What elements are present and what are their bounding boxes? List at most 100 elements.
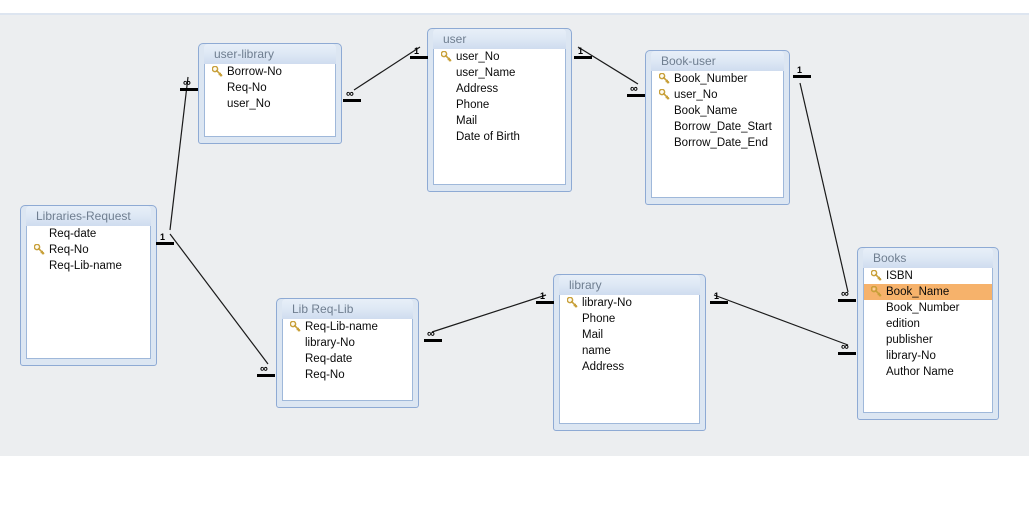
- field-label: library-No: [305, 337, 355, 349]
- cardinality-label: 1: [160, 232, 166, 242]
- field-row[interactable]: Phone: [560, 311, 699, 327]
- relationship-endpoint-bar: [343, 99, 361, 102]
- relationship-line[interactable]: [169, 233, 269, 365]
- field-row[interactable]: user_No: [434, 49, 565, 65]
- relationship-endpoint-bar: [574, 56, 592, 59]
- field-label: Req-No: [49, 244, 89, 256]
- field-label: Req-date: [305, 353, 353, 365]
- field-label: Address: [582, 361, 625, 373]
- field-label: Borrow_Date_Start: [674, 121, 772, 133]
- field-row[interactable]: Mail: [560, 327, 699, 343]
- field-row[interactable]: user_No: [205, 96, 335, 112]
- field-row[interactable]: Address: [560, 359, 699, 375]
- relationship-endpoint-bar: [793, 75, 811, 78]
- field-label: Date of Birth: [456, 131, 520, 143]
- field-label: user_No: [674, 89, 718, 101]
- field-label: user_No: [456, 51, 500, 63]
- table-title[interactable]: library: [559, 275, 700, 295]
- field-row[interactable]: ISBN: [864, 268, 992, 284]
- field-label: Book_Name: [886, 286, 950, 298]
- primary-key-icon: [441, 51, 452, 62]
- field-row[interactable]: Req-Lib-name: [283, 319, 412, 335]
- field-row[interactable]: Borrow-No: [205, 64, 335, 80]
- cardinality-label: ∞: [260, 363, 268, 375]
- table-title[interactable]: Book-user: [651, 51, 784, 71]
- primary-key-icon: [567, 297, 578, 308]
- field-row[interactable]: Req-date: [27, 226, 150, 242]
- field-label: Book_Number: [886, 302, 960, 314]
- primary-key-icon: [290, 321, 301, 332]
- relationship-endpoint-bar: [180, 88, 198, 91]
- field-row[interactable]: edition: [864, 316, 992, 332]
- field-row[interactable]: Book_Number: [864, 300, 992, 316]
- field-row[interactable]: Date of Birth: [434, 129, 565, 145]
- relationship-endpoint-bar: [536, 301, 554, 304]
- field-label: Req-No: [305, 369, 345, 381]
- field-row[interactable]: Req-No: [27, 242, 150, 258]
- relationship-line[interactable]: [353, 46, 421, 91]
- field-row[interactable]: Phone: [434, 97, 565, 113]
- relationship-line[interactable]: [713, 294, 849, 346]
- field-row[interactable]: Book_Number: [652, 71, 783, 87]
- field-label: Book_Name: [674, 105, 738, 117]
- field-row[interactable]: user_Name: [434, 65, 565, 81]
- field-label: Borrow_Date_End: [674, 137, 768, 149]
- relationship-line[interactable]: [169, 76, 189, 231]
- field-label: user_No: [227, 98, 271, 110]
- field-row[interactable]: Req-No: [205, 80, 335, 96]
- cardinality-label: ∞: [841, 288, 849, 300]
- field-label: Req-Lib-name: [305, 321, 378, 333]
- table-title[interactable]: user: [433, 29, 566, 49]
- field-row[interactable]: Mail: [434, 113, 565, 129]
- relationship-line[interactable]: [577, 46, 639, 85]
- primary-key-icon: [34, 244, 45, 255]
- field-row[interactable]: Req-Lib-name: [27, 258, 150, 274]
- field-label: Req-No: [227, 82, 267, 94]
- field-row[interactable]: Book_Name: [864, 284, 992, 300]
- relationship-line[interactable]: [431, 294, 547, 333]
- relationship-line[interactable]: [799, 82, 849, 293]
- table-title[interactable]: Books: [863, 248, 993, 268]
- table-title[interactable]: user-library: [204, 44, 336, 64]
- field-row[interactable]: name: [560, 343, 699, 359]
- field-row[interactable]: Req-date: [283, 351, 412, 367]
- table-title[interactable]: Libraries-Request: [26, 206, 151, 226]
- field-label: Mail: [582, 329, 604, 341]
- field-row[interactable]: Borrow_Date_Start: [652, 119, 783, 135]
- field-label: name: [582, 345, 611, 357]
- field-row[interactable]: library-No: [283, 335, 412, 351]
- field-row[interactable]: Book_Name: [652, 103, 783, 119]
- field-label: Phone: [456, 99, 490, 111]
- field-row[interactable]: Address: [434, 81, 565, 97]
- field-label: Phone: [582, 313, 616, 325]
- field-row[interactable]: publisher: [864, 332, 992, 348]
- field-row[interactable]: user_No: [652, 87, 783, 103]
- field-row[interactable]: Borrow_Date_End: [652, 135, 783, 151]
- relationship-endpoint-bar: [410, 56, 428, 59]
- primary-key-icon: [871, 286, 882, 297]
- relationship-endpoint-bar: [257, 374, 275, 377]
- field-row[interactable]: Req-No: [283, 367, 412, 383]
- field-label: Address: [456, 83, 499, 95]
- table-title[interactable]: Lib Req-Lib: [282, 299, 413, 319]
- field-row[interactable]: library-No: [560, 295, 699, 311]
- cardinality-label: 1: [414, 46, 420, 56]
- field-row[interactable]: library-No: [864, 348, 992, 364]
- field-label: Mail: [456, 115, 478, 127]
- field-row[interactable]: Author Name: [864, 364, 992, 380]
